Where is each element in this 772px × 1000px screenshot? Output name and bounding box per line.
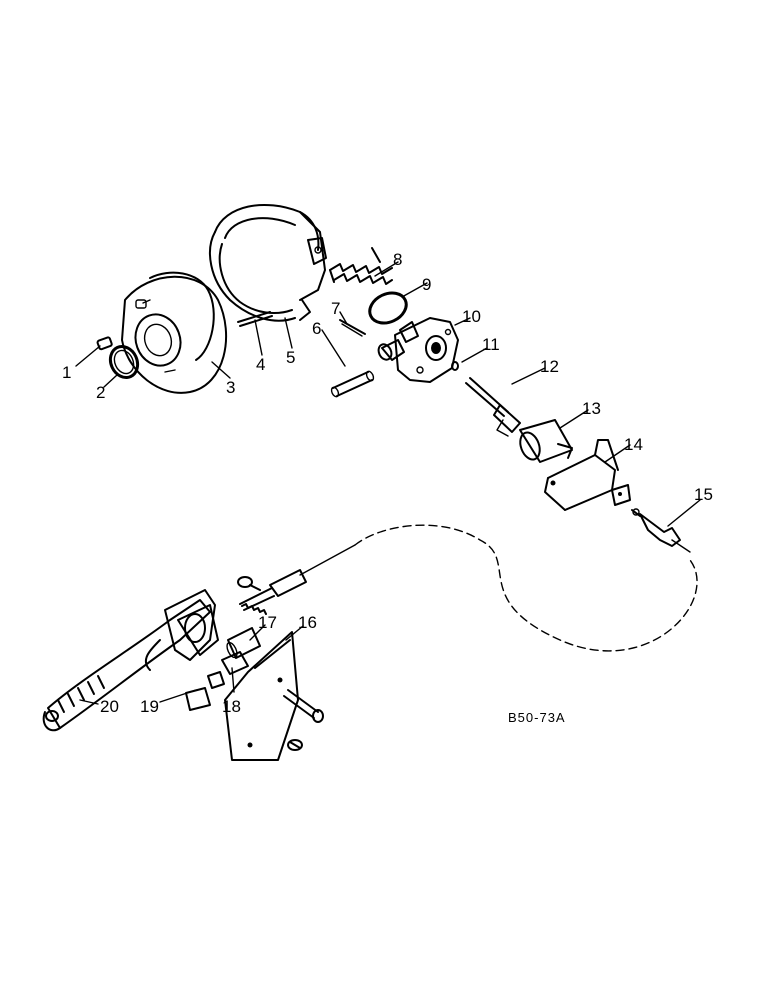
part-5-brake-band <box>209 204 327 322</box>
cable-fitting-upper <box>239 569 307 615</box>
leader-lines <box>75 261 701 705</box>
part-6-shaft-pin <box>330 370 375 398</box>
bolt-upper <box>237 576 261 591</box>
part-1-key <box>96 336 113 351</box>
part-17-bushing <box>226 627 261 659</box>
label-part-14: 14 <box>624 435 643 454</box>
label-part-8: 8 <box>393 250 402 269</box>
part-7-small-pin <box>339 319 366 337</box>
label-part-20: 20 <box>100 697 119 716</box>
label-part-4: 4 <box>256 355 265 374</box>
label-part-13: 13 <box>582 399 601 418</box>
part-10-lever-housing <box>377 317 459 383</box>
label-part-6: 6 <box>312 319 321 338</box>
label-part-15: 15 <box>694 485 713 504</box>
cable-dashed <box>299 524 698 652</box>
label-part-12: 12 <box>540 357 559 376</box>
label-part-5: 5 <box>286 348 295 367</box>
part-18-bushing <box>221 651 249 675</box>
part-14-bracket <box>544 439 631 511</box>
part-19-bushing <box>185 671 225 711</box>
part-3-brake-drum <box>121 271 228 394</box>
part-20-hand-lever <box>42 589 219 732</box>
label-part-11: 11 <box>482 335 500 354</box>
figure-reference-code: B50-73A <box>508 710 566 725</box>
part-9-o-ring <box>368 291 408 325</box>
label-part-16: 16 <box>298 613 317 632</box>
label-part-17: 17 <box>258 613 277 632</box>
part-labels: 1 2 3 4 5 6 7 8 9 10 11 12 13 14 15 16 1… <box>62 250 713 716</box>
part-2-snap-ring <box>108 344 140 380</box>
part-8-spring <box>329 247 393 285</box>
label-part-18: 18 <box>222 697 241 716</box>
label-part-9: 9 <box>422 275 431 294</box>
part-12-shaft <box>465 377 521 437</box>
label-part-2: 2 <box>96 383 105 402</box>
part-13-sleeve <box>519 419 573 463</box>
part-16-mounting-plate <box>224 631 324 761</box>
label-part-10: 10 <box>462 307 481 326</box>
label-part-1: 1 <box>62 363 71 382</box>
part-11-washer <box>451 361 459 371</box>
part-4-pin <box>237 311 273 327</box>
label-part-7: 7 <box>331 299 340 318</box>
label-part-3: 3 <box>226 378 235 397</box>
part-15-cable-end <box>631 508 691 553</box>
label-part-19: 19 <box>140 697 159 716</box>
